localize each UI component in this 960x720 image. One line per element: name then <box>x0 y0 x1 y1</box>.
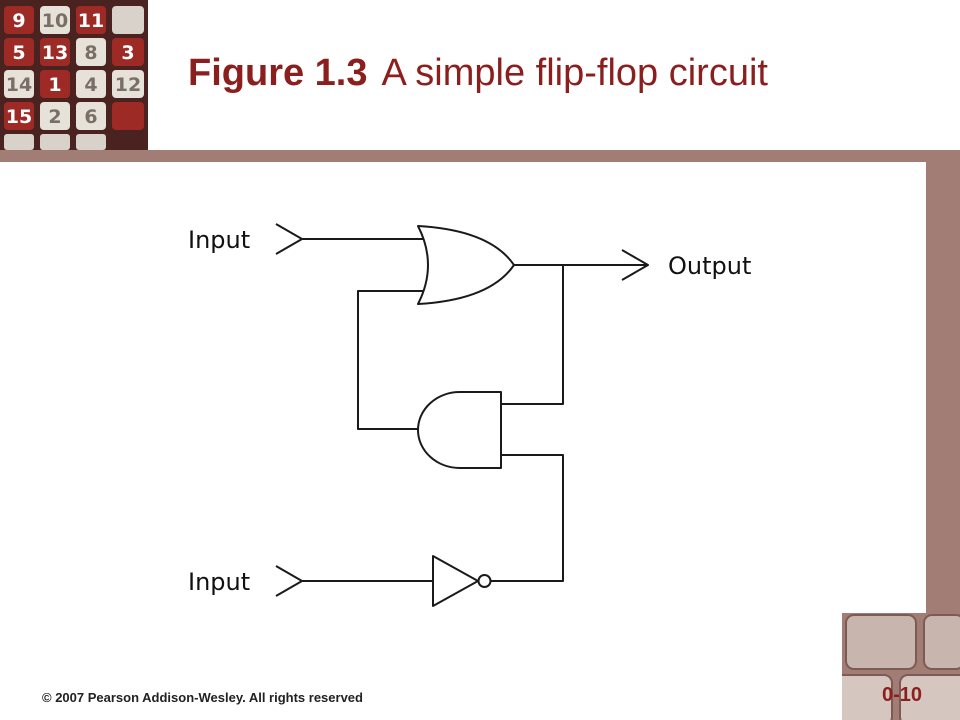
logo-tile <box>4 6 34 34</box>
logo-tile <box>4 70 34 98</box>
logo-tile <box>76 102 106 130</box>
logo-tile-label: 15 <box>6 106 32 128</box>
logo-tile-label: 1 <box>48 74 61 96</box>
logo-tile-label: 13 <box>42 42 68 64</box>
logo-tile <box>40 38 70 66</box>
logo-tile <box>112 6 144 34</box>
input-bottom-label: Input <box>188 568 250 596</box>
diagram-panel <box>0 162 926 613</box>
logo-tile-label: 9 <box>12 10 25 32</box>
input-bottom-terminal <box>275 565 303 597</box>
logo-tile-label: 6 <box>84 106 97 128</box>
logo-tile-label: 8 <box>84 42 97 64</box>
not-gate-bubble <box>477 574 492 588</box>
logo-tile <box>112 102 144 130</box>
puzzle-logo: 9 10 11 5 13 8 3 14 1 4 12 15 <box>0 0 148 150</box>
logo-tile <box>40 134 70 150</box>
logo-tile <box>40 102 70 130</box>
logo-tile <box>40 70 70 98</box>
puzzle-logo-graphic: 9 10 11 5 13 8 3 14 1 4 12 15 <box>0 0 148 150</box>
logo-tile <box>4 38 34 66</box>
wire-and-to-or <box>357 290 424 430</box>
wire-feedback-to-and <box>501 265 564 405</box>
figure-number: Figure 1.3 <box>188 52 368 94</box>
figure-caption: A simple flip-flop circuit <box>381 52 768 94</box>
logo-tile <box>40 6 70 34</box>
logo-tile <box>76 134 106 150</box>
logo-tile-label: 2 <box>48 106 61 128</box>
copyright-notice: © 2007 Pearson Addison-Wesley. All right… <box>42 690 363 705</box>
logo-tile-label: 10 <box>42 10 68 32</box>
slide-title: Figure 1.3 A simple flip-flop circuit <box>188 52 768 95</box>
input-top-terminal <box>275 223 303 255</box>
output-label: Output <box>668 252 751 280</box>
logo-tile <box>76 6 106 34</box>
and-gate <box>417 391 502 469</box>
page-number: 0-10 <box>882 684 923 706</box>
logo-tile-label: 5 <box>12 42 25 64</box>
logo-tile-label: 12 <box>115 74 141 96</box>
wire-not-to-and <box>491 454 564 582</box>
logo-tile <box>4 102 34 130</box>
logo-tile <box>76 70 106 98</box>
logo-tile <box>112 70 144 98</box>
logo-tile-label: 11 <box>78 10 104 32</box>
input-top-label: Input <box>188 226 250 254</box>
logo-tile <box>112 38 144 66</box>
logo-tile-label: 3 <box>121 42 134 64</box>
keyboard-decoration-graphic <box>842 613 960 720</box>
logo-tile <box>4 134 34 150</box>
output-terminal <box>621 249 649 281</box>
logo-tile-label: 14 <box>6 74 32 96</box>
footer-strip <box>0 613 842 720</box>
keyboard-decoration <box>842 613 960 720</box>
not-gate <box>432 555 479 607</box>
logo-tile <box>76 38 106 66</box>
or-gate <box>417 225 515 305</box>
logo-tile-label: 4 <box>84 74 97 96</box>
